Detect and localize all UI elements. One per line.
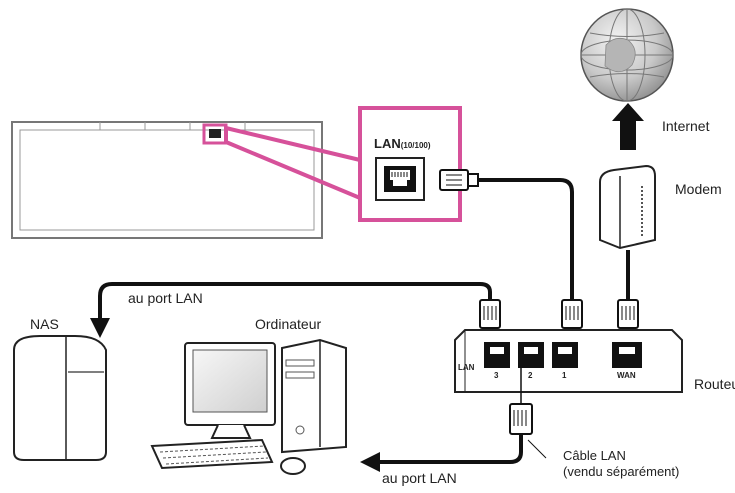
router-port2-label: 2 — [528, 371, 533, 380]
receiver-lan-port-name: LAN — [374, 136, 401, 151]
nas-device — [13, 335, 107, 461]
cable-label-leader — [527, 439, 547, 459]
router-wan-label: WAN — [617, 371, 636, 380]
modem-device — [599, 164, 656, 250]
router-device — [454, 329, 683, 393]
internet-label: Internet — [662, 118, 710, 134]
cable-router-to-computer — [378, 434, 523, 464]
rj45-connector-port2 — [509, 368, 533, 435]
rj45-connector-receiver — [439, 169, 479, 191]
lan-callout — [224, 106, 462, 222]
rj45-connector-wan — [617, 299, 639, 329]
cable-router-to-nas — [98, 282, 492, 322]
rj45-connector-port3 — [479, 299, 501, 329]
to-lan-port-bottom-label: au port LAN — [382, 470, 457, 486]
internet-globe-icon — [580, 8, 674, 102]
router-port3-label: 3 — [494, 371, 499, 380]
router-port1-label: 1 — [562, 371, 567, 380]
router-label: Routeur — [694, 376, 735, 392]
router-lan-label: LAN — [458, 363, 475, 372]
computer-label: Ordinateur — [255, 316, 322, 332]
arrow-to-computer-icon — [360, 452, 380, 472]
nas-label: NAS — [30, 316, 59, 332]
modem-label: Modem — [675, 181, 722, 197]
rj45-connector-port1 — [561, 299, 583, 329]
receiver-lan-port-label: LAN(10/100) — [374, 136, 431, 151]
cable-receiver-to-router — [478, 178, 574, 300]
arrow-to-nas-icon — [90, 318, 110, 338]
to-lan-port-top-label: au port LAN — [128, 290, 203, 306]
computer-device — [150, 338, 347, 475]
receiver-lan-port-speed: (10/100) — [400, 141, 431, 150]
arrow-up-icon — [612, 103, 644, 150]
lan-cable-note: (vendu séparément) — [563, 464, 680, 479]
lan-cable-label: Câble LAN — [563, 448, 626, 463]
